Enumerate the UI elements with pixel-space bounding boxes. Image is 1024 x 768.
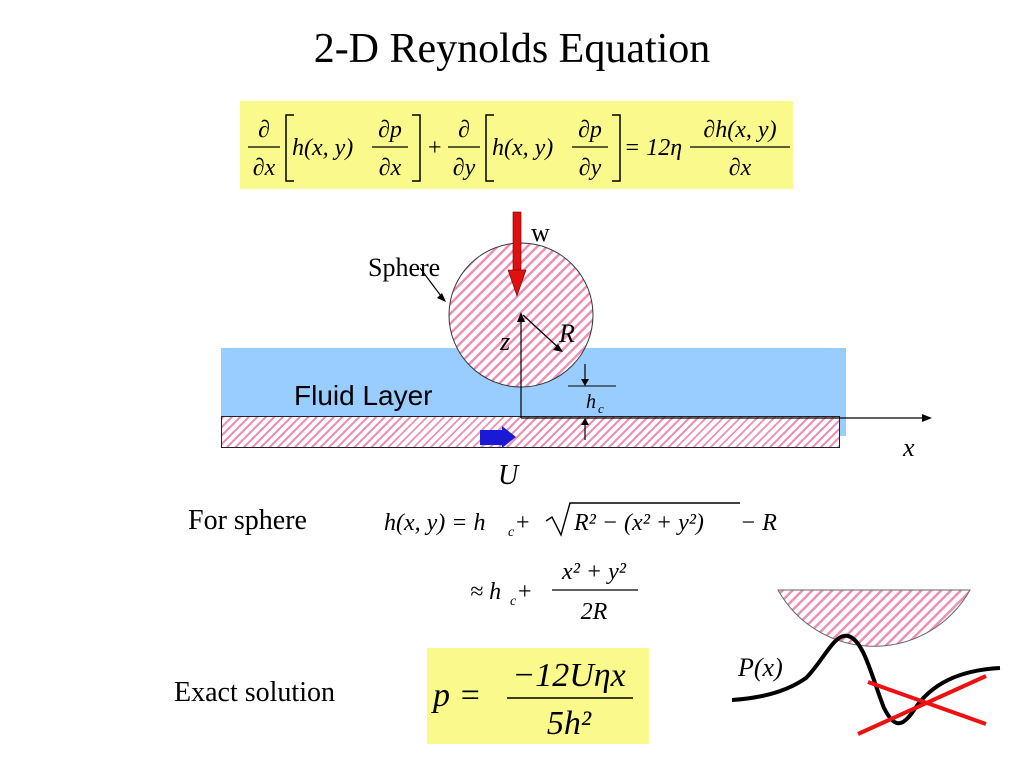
reynolds-equation: ∂ ∂x h(x, y) ∂p ∂x + ∂ ∂y h(x, y) ∂p ∂y — [248, 114, 790, 182]
pressure-label: P(x) — [737, 653, 783, 682]
velocity-arrow-head — [502, 426, 516, 448]
exact-solution-caption: Exact solution — [174, 677, 335, 708]
load-label: w — [531, 218, 550, 247]
partial-dx: ∂x — [729, 155, 752, 181]
thickness-plus: + — [516, 510, 530, 536]
x-axis-label: x — [902, 433, 915, 462]
gap-subscript: c — [598, 401, 604, 416]
exact-denominator: 5h² — [547, 705, 592, 742]
pressure-curve — [731, 633, 1001, 726]
gap-markers — [568, 364, 616, 440]
partial-dy: ∂y — [579, 155, 602, 181]
exact-solution-equation: p = −12Uηx 5h² — [431, 657, 633, 742]
thickness-tail: − R — [740, 510, 777, 536]
radius-label: R — [558, 319, 575, 348]
partial-symbol: ∂ — [458, 117, 470, 143]
sphere-bottom-cap — [777, 589, 971, 647]
film-thickness-term: h(x, y) — [292, 135, 353, 161]
sphere-label: Sphere — [368, 253, 440, 282]
radicand: R² − (x² + y²) — [573, 510, 704, 536]
cross-stroke — [857, 674, 987, 736]
gap-label: h — [586, 391, 596, 413]
partial-dx: ∂x — [253, 155, 276, 181]
partial-symbol: ∂ — [258, 117, 270, 143]
reynolds-equation-box: ∂ ∂x h(x, y) ∂p ∂x + ∂ ∂y h(x, y) ∂p ∂y — [240, 101, 793, 189]
sphere-pointer — [419, 267, 445, 301]
film-thickness-term: h(x, y) — [492, 135, 553, 161]
sphere-caption: For sphere — [188, 505, 307, 536]
page-title: 2-D Reynolds Equation — [313, 26, 711, 72]
fluid-layer-label: Fluid Layer — [294, 380, 433, 411]
z-axis-label: z — [499, 327, 510, 356]
square-root-sign — [545, 502, 740, 537]
exact-numerator: −12Uηx — [512, 657, 625, 694]
pressure-lhs: p = — [431, 677, 481, 714]
sphere-thickness-equations: h(x, y) = h c + R² − (x² + y²) − R ≈ h c… — [384, 502, 777, 625]
approx-numerator: x² + y² — [561, 559, 627, 585]
partial-dh: ∂h(x, y) — [703, 117, 776, 143]
radius-line — [522, 314, 562, 351]
partial-dp: ∂p — [578, 117, 602, 143]
partial-dy: ∂y — [453, 155, 476, 181]
moving-plate — [221, 416, 840, 448]
approx-subscript: c — [510, 594, 517, 609]
velocity-arrow — [480, 430, 504, 445]
equals-twelve-eta: = 12η — [624, 135, 682, 161]
approx-denominator: 2R — [581, 599, 608, 625]
thickness-lhs: h(x, y) = h — [384, 510, 485, 536]
plus-sign: + — [428, 135, 442, 161]
velocity-label: U — [498, 460, 520, 491]
partial-dx: ∂x — [379, 155, 402, 181]
exact-solution-box: p = −12Uηx 5h² — [427, 648, 649, 744]
thickness-subscript: c — [508, 525, 515, 540]
load-arrow — [507, 211, 527, 297]
partial-dp: ∂p — [378, 117, 402, 143]
approx-plus: + — [518, 579, 532, 605]
pressure-profile-sketch: P(x) — [731, 589, 1001, 736]
approx-lhs: ≈ h — [470, 579, 501, 605]
